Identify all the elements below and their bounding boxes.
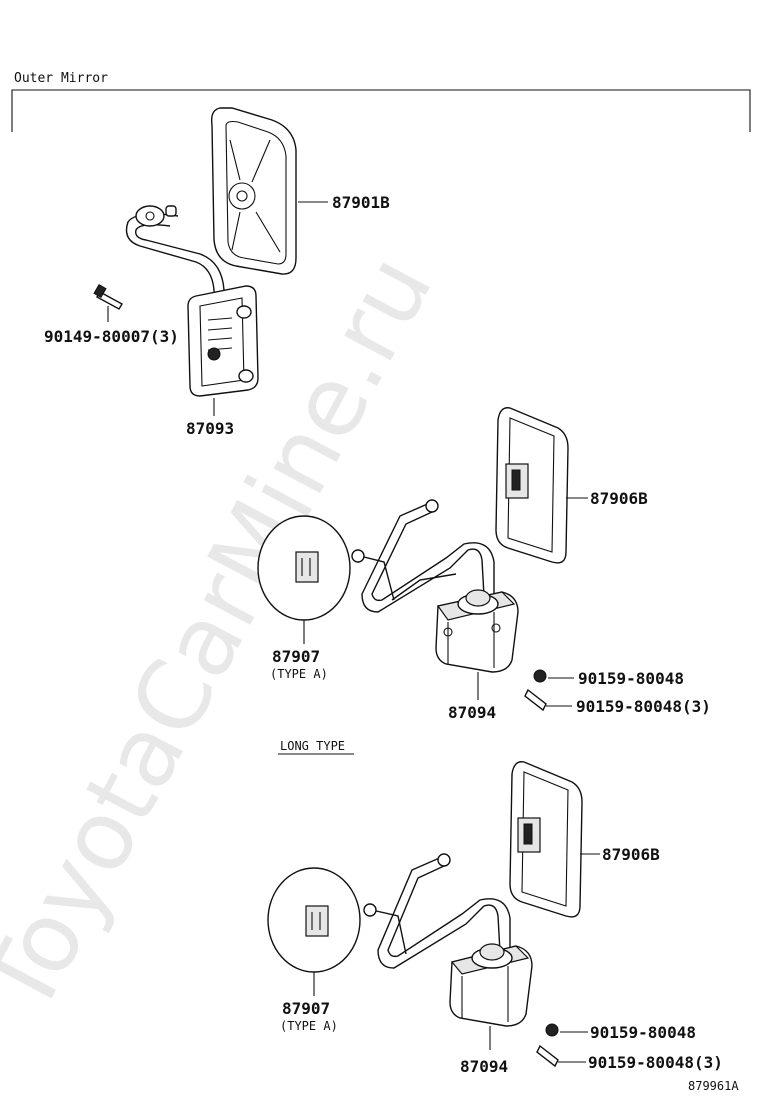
label-87094-upper: 87094 — [448, 703, 496, 722]
label-87906B-upper: 87906B — [590, 489, 648, 508]
section-label-long-type: LONG TYPE — [280, 739, 345, 753]
label-90159-80048-upper-b: 90159-80048(3) — [576, 697, 711, 716]
page-title: Outer Mirror — [14, 71, 108, 86]
label-90159-80048-lower-a: 90159-80048 — [590, 1023, 696, 1042]
mirror-assembly-87906B-lower — [267, 761, 583, 1068]
mirror-assembly-87901B — [93, 107, 297, 397]
label-87093: 87093 — [186, 419, 234, 438]
label-90149-80007: 90149-80007(3) — [44, 327, 179, 346]
figure-code: 879961A — [688, 1079, 739, 1093]
label-type-a-upper: (TYPE A) — [270, 667, 328, 681]
label-87907-lower: 87907 — [282, 999, 330, 1018]
label-87901B: 87901B — [332, 193, 390, 212]
label-87094-lower: 87094 — [460, 1057, 508, 1076]
header-frame — [11, 89, 751, 132]
label-87907-upper: 87907 — [272, 647, 320, 666]
label-type-a-lower: (TYPE A) — [280, 1019, 338, 1033]
mirror-assembly-87906B-upper — [257, 407, 569, 712]
label-90159-80048-upper-a: 90159-80048 — [578, 669, 684, 688]
label-87906B-lower: 87906B — [602, 845, 660, 864]
label-90159-80048-lower-b: 90159-80048(3) — [588, 1053, 723, 1072]
